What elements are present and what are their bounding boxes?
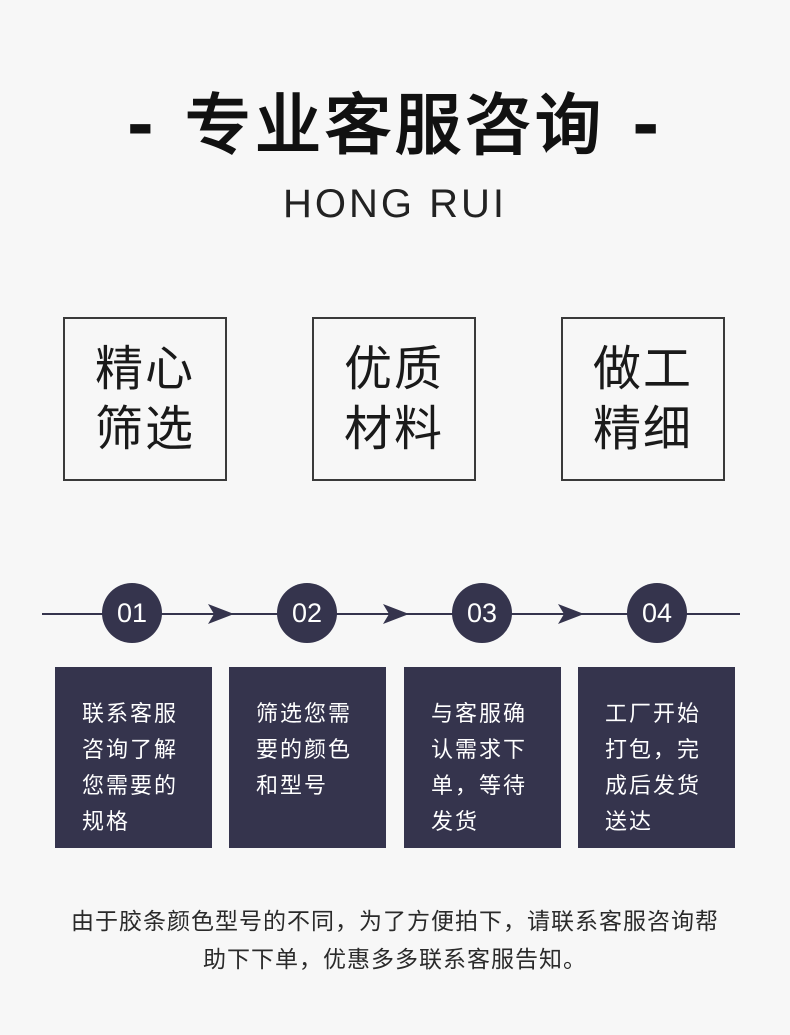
step-text-line: 要的颜色 [256, 738, 353, 763]
step-text-line: 单，等待 [431, 774, 528, 799]
step-text-line: 发货 [431, 810, 480, 835]
feature-box-craftsmanship: 做工 精细 [561, 317, 725, 481]
step-text-line: 您需要的 [82, 774, 179, 799]
arrow-right-icon [383, 604, 409, 624]
step-text-line: 送达 [605, 810, 654, 835]
step-card-select: 筛选您需 要的颜色 和型号 [229, 667, 386, 848]
arrow-right-icon [558, 604, 584, 624]
step-text-line: 和型号 [256, 774, 329, 799]
step-text-line: 打包，完 [605, 738, 702, 763]
step-text-line: 与客服确 [431, 702, 528, 727]
page-subtitle: HONG RUI [283, 182, 507, 226]
step-text-line: 联系客服 [82, 702, 179, 727]
step-number-badge: 04 [627, 583, 687, 643]
feature-label-line2: 精细 [592, 401, 693, 457]
step-number-badge: 02 [277, 583, 337, 643]
process-timeline: 01 02 03 04 [0, 583, 790, 645]
step-text-line: 咨询了解 [82, 738, 179, 763]
page-title: - 专业客服咨询 - [126, 87, 664, 164]
step-text-line: 成后发货 [605, 774, 702, 799]
step-number-badge: 01 [102, 583, 162, 643]
feature-label-line1: 优质 [343, 341, 444, 397]
feature-box-selection: 精心 筛选 [63, 317, 227, 481]
step-card-ship: 工厂开始 打包，完 成后发货 送达 [578, 667, 735, 848]
note-line: 助下下单，优惠多多联系客服告知。 [203, 947, 587, 973]
feature-label-line1: 做工 [592, 341, 693, 397]
footer-note: 由于胶条颜色型号的不同，为了方便拍下，请联系客服咨询帮 助下下单，优惠多多联系客… [40, 903, 750, 979]
step-card-contact: 联系客服 咨询了解 您需要的 规格 [55, 667, 212, 848]
step-text-line: 筛选您需 [256, 702, 353, 727]
feature-label-line1: 精心 [94, 341, 195, 397]
step-number-badge: 03 [452, 583, 512, 643]
arrow-right-icon [208, 604, 234, 624]
step-text-line: 认需求下 [431, 738, 528, 763]
feature-label-line2: 筛选 [94, 401, 195, 457]
feature-box-material: 优质 材料 [312, 317, 476, 481]
step-text-line: 工厂开始 [605, 702, 702, 727]
feature-label-line2: 材料 [343, 401, 444, 457]
step-text-line: 规格 [82, 810, 131, 835]
step-card-confirm: 与客服确 认需求下 单，等待 发货 [404, 667, 561, 848]
note-line: 由于胶条颜色型号的不同，为了方便拍下，请联系客服咨询帮 [71, 909, 719, 935]
